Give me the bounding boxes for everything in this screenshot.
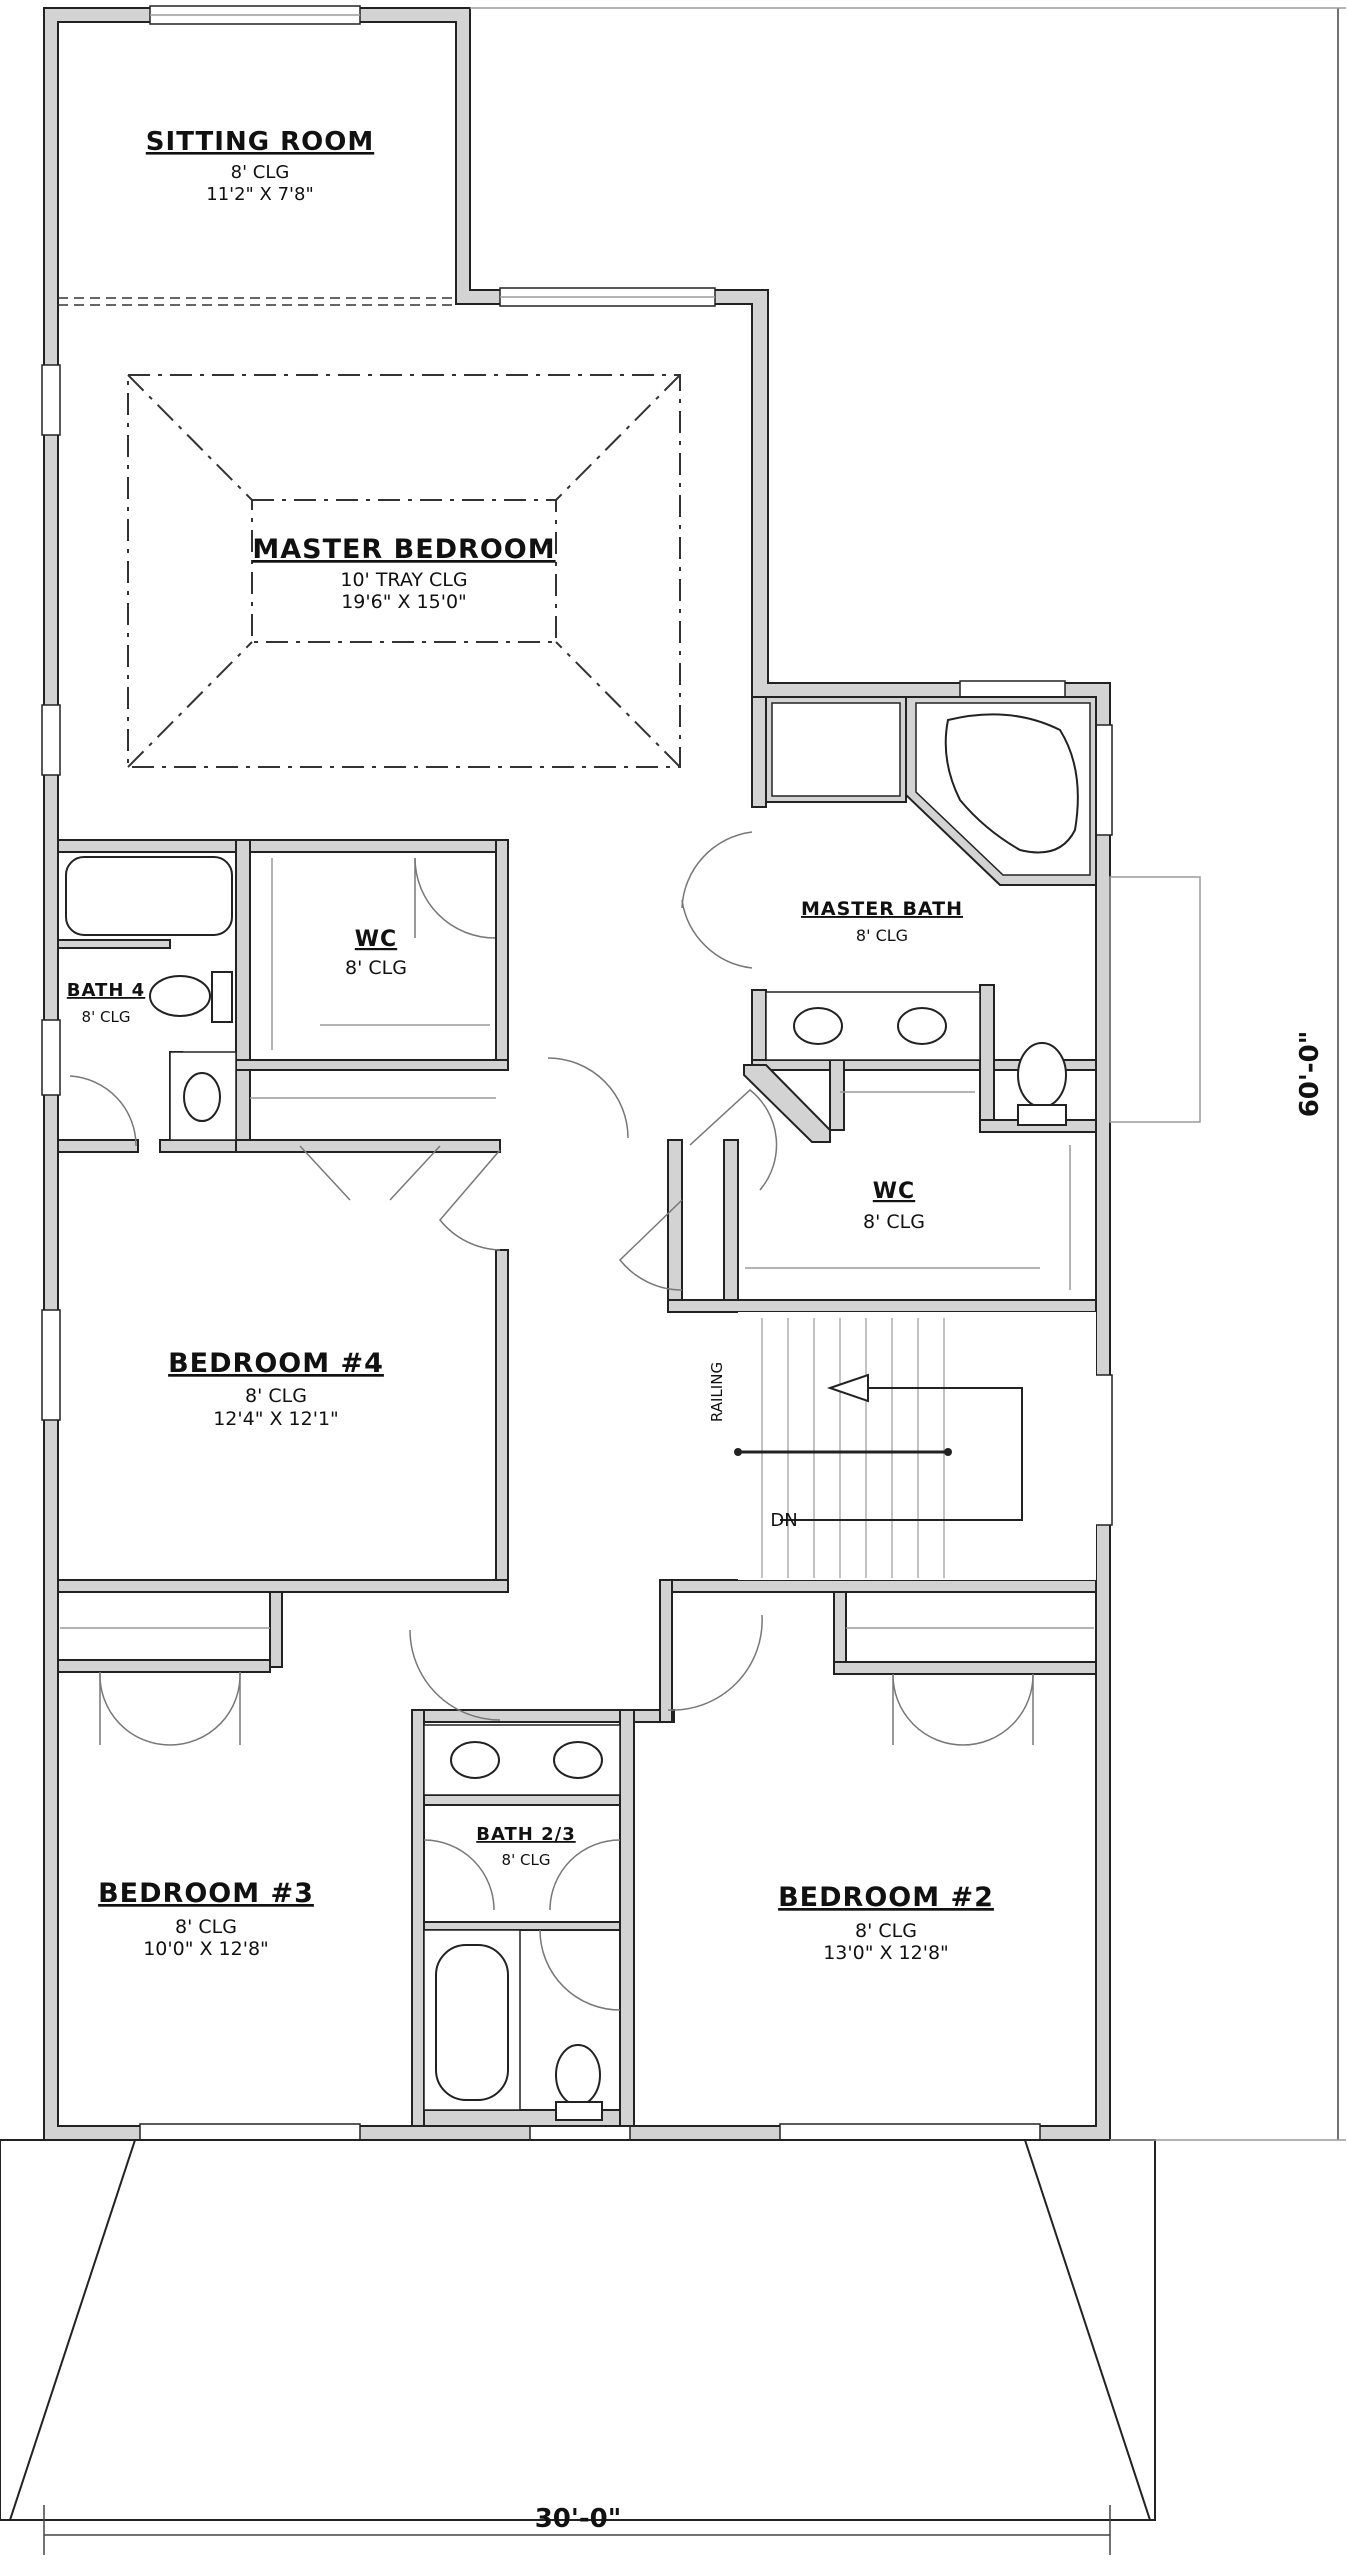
depth-dimension: 60'-0" xyxy=(1295,1031,1325,1118)
toilet-icon xyxy=(555,2044,601,2106)
room-labels: SITTING ROOM 8' CLG 11'2" X 7'8" MASTER … xyxy=(67,127,1325,2534)
bedroom-3-size: 10'0" X 12'8" xyxy=(143,1938,269,1960)
bathtub-icon xyxy=(65,856,233,936)
up-arrow-icon xyxy=(826,1373,869,1403)
sink-icon xyxy=(450,1741,500,1779)
bedroom-2-ceiling: 8' CLG xyxy=(855,1920,917,1942)
sink-icon xyxy=(897,1007,947,1045)
bath-4-ceiling: 8' CLG xyxy=(82,1008,131,1026)
toilet-icon xyxy=(1017,1042,1067,1108)
closet-rods xyxy=(60,858,1094,1629)
stair xyxy=(734,1312,1096,1580)
bath-2-3-label: BATH 2/3 xyxy=(476,1824,576,1845)
porch-roof xyxy=(0,2139,1156,2521)
bathtub-icon xyxy=(435,1944,509,2101)
dimension-lines xyxy=(43,7,1346,2555)
balcony xyxy=(1109,876,1201,1123)
bedroom-4-size: 12'4" X 12'1" xyxy=(213,1408,339,1430)
interior-walls xyxy=(57,297,1097,2127)
master-bedroom-size: 19'6" X 15'0" xyxy=(341,591,467,613)
master-bedroom-ceiling: 10' TRAY CLG xyxy=(340,569,467,591)
bedroom-2-label: BEDROOM #2 xyxy=(778,1882,994,1913)
sitting-room-label: SITTING ROOM xyxy=(146,127,374,157)
master-bath-ceiling: 8' CLG xyxy=(856,926,908,945)
sink-icon xyxy=(183,1072,221,1122)
fixtures xyxy=(65,713,1079,2121)
bedroom-4-ceiling: 8' CLG xyxy=(245,1385,307,1407)
sitting-room-size: 11'2" X 7'8" xyxy=(206,184,314,205)
sink-icon xyxy=(553,1741,603,1779)
tray-ceiling xyxy=(127,374,681,768)
corner-tub-icon xyxy=(944,713,1079,854)
sitting-room-ceiling: 8' CLG xyxy=(231,162,290,183)
stair-down-label: DN xyxy=(770,1510,797,1531)
bath-2-3-ceiling: 8' CLG xyxy=(502,1851,551,1869)
wc-right-label: WC xyxy=(873,1179,915,1204)
bedroom-4-label: BEDROOM #4 xyxy=(168,1348,384,1379)
toilet-icon xyxy=(149,975,211,1017)
sink-icon xyxy=(793,1007,843,1045)
wc-right-ceiling: 8' CLG xyxy=(863,1211,925,1233)
wc-left-ceiling: 8' CLG xyxy=(345,957,407,979)
bedroom-2-size: 13'0" X 12'8" xyxy=(823,1942,949,1964)
windows xyxy=(41,5,1113,2143)
railing-label: RAILING xyxy=(708,1362,726,1422)
master-bath-label: MASTER BATH xyxy=(801,898,963,920)
doors xyxy=(69,831,1034,2011)
master-bedroom-label: MASTER BEDROOM xyxy=(252,534,555,565)
bedroom-3-label: BEDROOM #3 xyxy=(98,1878,314,1909)
bath-4-label: BATH 4 xyxy=(67,980,145,1001)
bedroom-3-ceiling: 8' CLG xyxy=(175,1916,237,1938)
width-dimension: 30'-0" xyxy=(535,2504,622,2534)
wc-left-label: WC xyxy=(355,927,397,952)
